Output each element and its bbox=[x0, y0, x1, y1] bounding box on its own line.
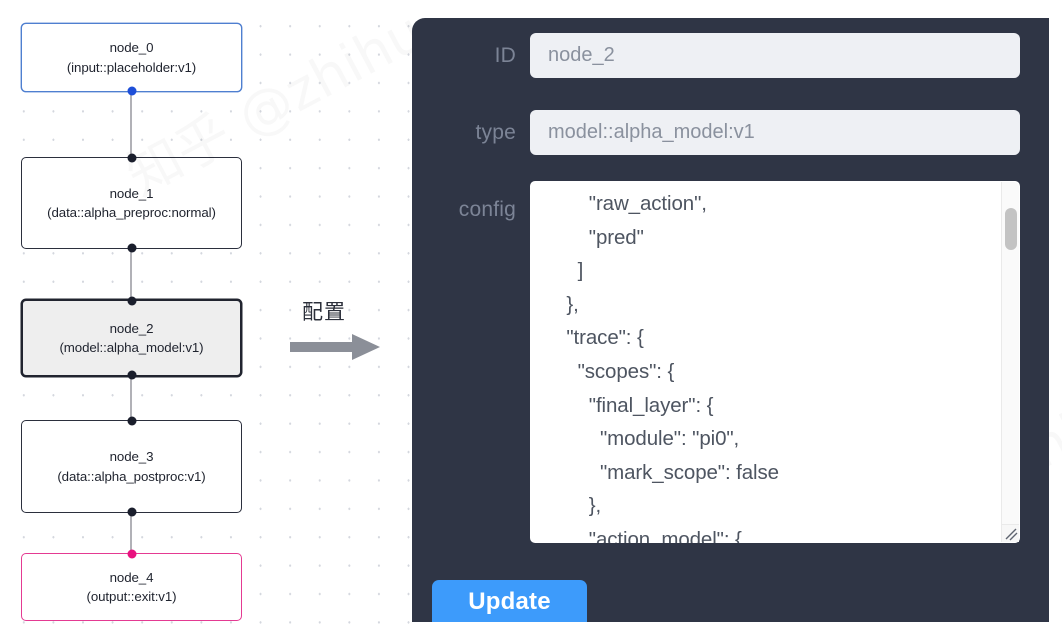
graph-node-type: (model::alpha_model:v1) bbox=[59, 340, 204, 355]
field-row-type: type model::alpha_model:v1 bbox=[412, 110, 1049, 155]
node-handle-target-node_1[interactable] bbox=[127, 153, 136, 163]
config-field-label: config bbox=[458, 198, 516, 221]
field-row-id: ID node_2 bbox=[412, 33, 1049, 78]
config-scrollbar[interactable] bbox=[1001, 182, 1019, 542]
node-handle-target-node_2[interactable] bbox=[127, 296, 136, 306]
graph-node-type: (data::alpha_preproc:normal) bbox=[47, 205, 216, 220]
graph-node-type: (data::alpha_postproc:v1) bbox=[57, 468, 206, 484]
type-input[interactable]: model::alpha_model:v1 bbox=[530, 110, 1020, 155]
config-textarea[interactable]: "raw_action", "pred" ] }, "trace": { "sc… bbox=[530, 181, 1020, 543]
field-row-config: config "raw_action", "pred" ] }, "trace"… bbox=[412, 181, 1049, 543]
node-handle-target-node_4[interactable] bbox=[127, 549, 136, 559]
update-button[interactable]: Update bbox=[432, 580, 587, 622]
config-scrollbar-thumb[interactable] bbox=[1004, 208, 1017, 250]
graph-node-type: (output::exit:v1) bbox=[86, 589, 177, 604]
node-handle-source-node_2[interactable] bbox=[127, 370, 136, 380]
node-handle-source-node_0[interactable] bbox=[127, 86, 136, 96]
resize-grip-icon[interactable] bbox=[1001, 524, 1019, 542]
graph-node-node_2[interactable]: node_2 (model::alpha_model:v1) bbox=[21, 296, 242, 380]
edge-node0-node1 bbox=[130, 92, 132, 157]
config-textarea-wrapper: "raw_action", "pred" ] }, "trace": { "sc… bbox=[530, 181, 1020, 543]
graph-node-node_3[interactable]: node_3 (data::alpha_postproc:v1) bbox=[21, 416, 242, 517]
graph-node-node_1[interactable]: node_1 (data::alpha_preproc:normal) bbox=[21, 153, 242, 253]
edge-node2-node3 bbox=[130, 377, 132, 420]
graph-node-node_0[interactable]: node_0 (input::placeholder:v1) bbox=[21, 23, 242, 96]
node-handle-source-node_3[interactable] bbox=[127, 507, 136, 517]
id-input[interactable]: node_2 bbox=[530, 33, 1020, 78]
type-field-label: type bbox=[475, 120, 516, 144]
graph-node-id: node_2 bbox=[109, 320, 154, 336]
edge-node1-node2 bbox=[130, 249, 132, 299]
graph-node-id: node_3 bbox=[109, 449, 154, 464]
graph-node-id: node_0 bbox=[109, 40, 154, 55]
graph-node-node_4[interactable]: node_4 (output::exit:v1) bbox=[21, 549, 242, 621]
graph-node-type: (input::placeholder:v1) bbox=[66, 59, 197, 75]
graph-node-id: node_1 bbox=[109, 185, 154, 201]
graph-node-id: node_4 bbox=[109, 569, 154, 585]
transition-label: 配置 bbox=[302, 300, 346, 324]
edge-node3-node4 bbox=[130, 513, 132, 553]
node-graph-canvas[interactable]: node_0 (input::placeholder:v1) node_1 (d… bbox=[0, 0, 412, 643]
node-handle-source-node_1[interactable] bbox=[127, 243, 136, 253]
arrow-right-icon bbox=[290, 334, 380, 360]
node-handle-target-node_3[interactable] bbox=[127, 416, 136, 426]
node-config-panel: ID node_2 type model::alpha_model:v1 con… bbox=[412, 18, 1049, 622]
id-field-label: ID bbox=[494, 43, 516, 67]
transition-annotation: 配置 bbox=[290, 296, 400, 366]
